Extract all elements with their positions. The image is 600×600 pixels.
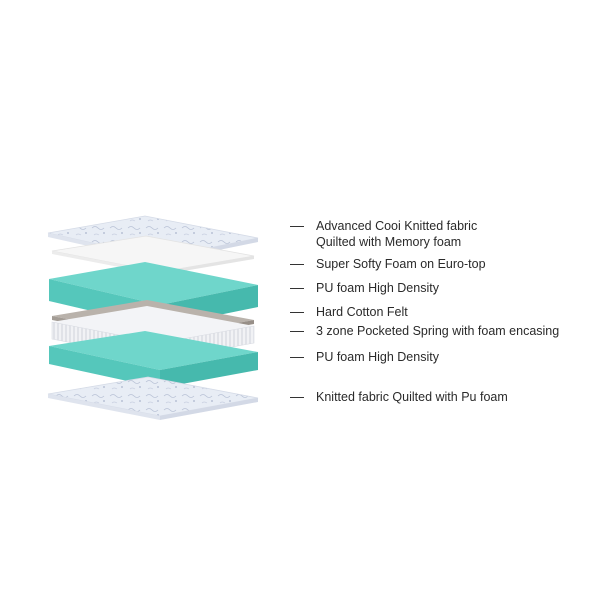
label-bottom-quilt: Knitted fabric Quilted with Pu foam — [290, 389, 508, 405]
leader-dash — [290, 331, 304, 332]
label-text: PU foam High Density — [316, 281, 439, 295]
label-cotton-felt: Hard Cotton Felt — [290, 304, 408, 320]
label-softy-foam: Super Softy Foam on Euro-top — [290, 256, 486, 272]
leader-dash — [290, 288, 304, 289]
leader-dash — [290, 357, 304, 358]
label-text: Super Softy Foam on Euro-top — [316, 257, 486, 271]
label-text: Hard Cotton Felt — [316, 305, 408, 319]
label-text: 3 zone Pocketed Spring with foam encasin… — [316, 324, 560, 338]
label-text: PU foam High Density — [316, 350, 439, 364]
label-text: Knitted fabric Quilted with Pu foam — [316, 390, 508, 404]
label-pu-foam-bottom: PU foam High Density — [290, 349, 439, 365]
leader-dash — [290, 264, 304, 265]
label-text: Advanced Cooi Knitted fabric Quilted wit… — [316, 219, 478, 249]
label-pu-foam-top: PU foam High Density — [290, 280, 439, 296]
label-top-quilt: Advanced Cooi Knitted fabric Quilted wit… — [290, 218, 477, 250]
layer-bottom-quilt — [47, 376, 259, 420]
leader-dash — [290, 312, 304, 313]
leader-dash — [290, 397, 304, 398]
leader-dash — [290, 226, 304, 227]
layer-pu-foam-bottom — [49, 331, 258, 388]
label-pocket-spring: 3 zone Pocketed Spring with foam encasin… — [290, 323, 559, 339]
